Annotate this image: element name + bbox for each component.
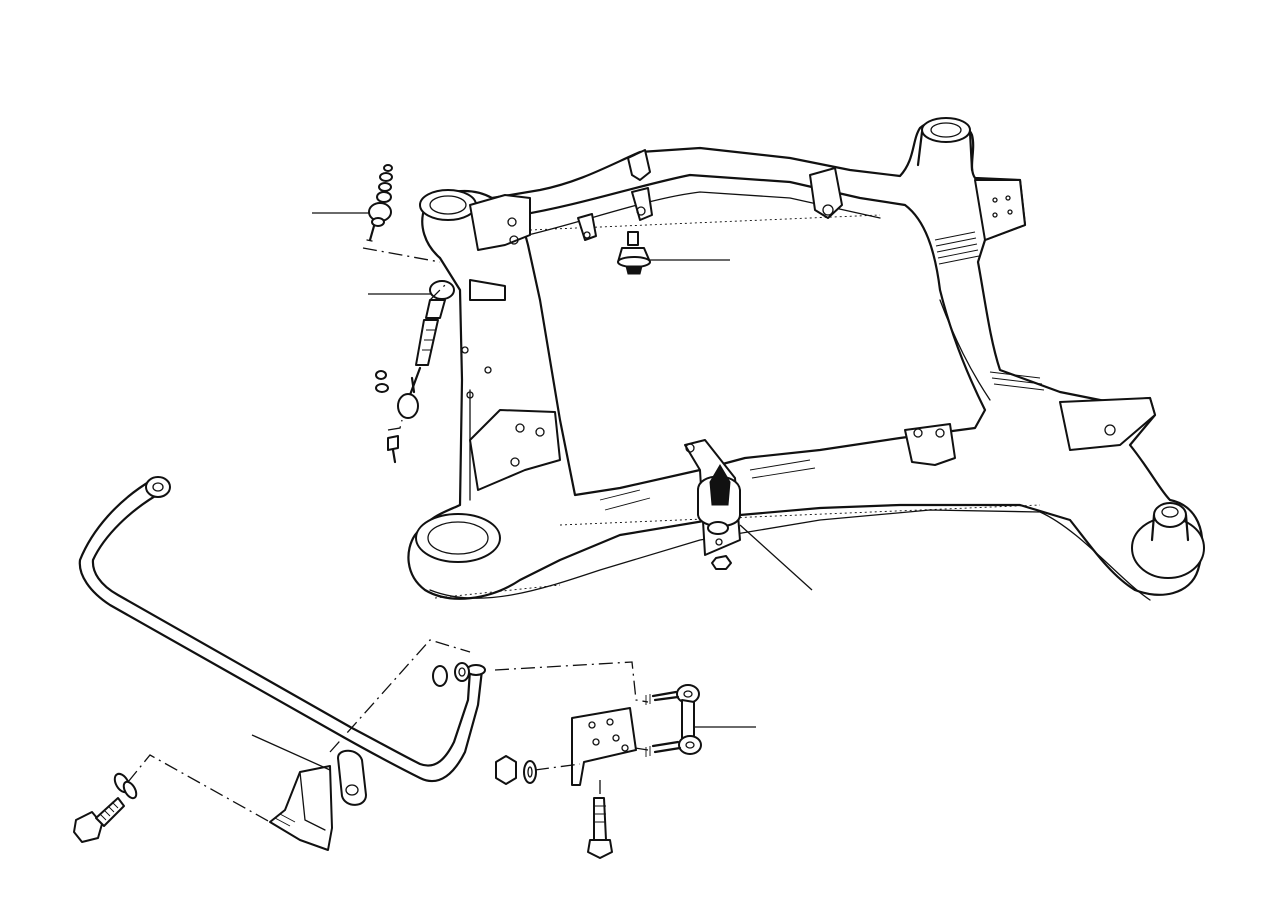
engine-mount-pad (617, 231, 651, 275)
leader-line-bump-stop (739, 524, 813, 591)
anti-roll-bar-clamp (269, 662, 470, 851)
rubber-bump-stop (684, 439, 741, 556)
subframe (407, 117, 1205, 601)
bolts-and-nuts (73, 772, 138, 843)
link-bracket (495, 707, 637, 859)
nut (711, 555, 732, 570)
assembly-lines (127, 247, 649, 823)
leader-line-clamp (251, 734, 331, 771)
drop-link (645, 684, 702, 757)
leader-lines (251, 212, 813, 771)
torque-rod (366, 164, 455, 464)
